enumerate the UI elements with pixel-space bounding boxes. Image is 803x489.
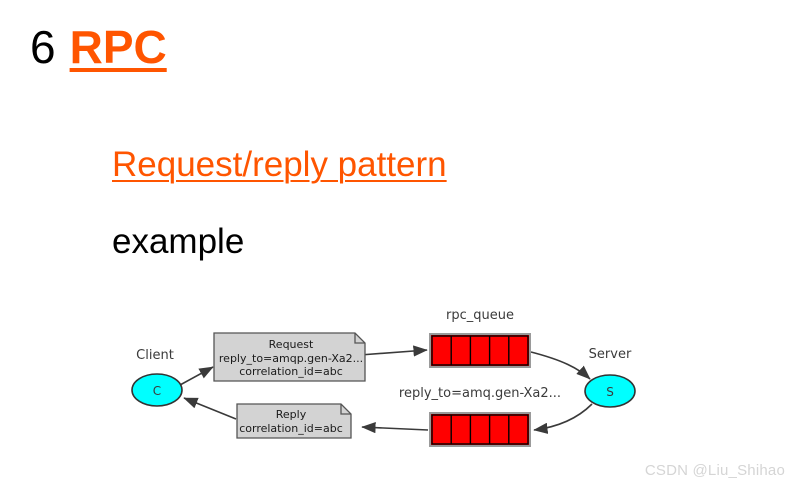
reply-note-title: Reply — [276, 408, 307, 421]
request-note[interactable] — [213, 332, 366, 382]
arrow-reply-queue-to-reply-note — [361, 422, 429, 434]
server-node-label: S — [606, 385, 614, 399]
slide-subtitle-secondary: example — [112, 222, 245, 261]
reply-note[interactable] — [236, 403, 352, 439]
request-note-line1: reply_to=amqp.gen-Xa2... — [219, 352, 363, 365]
slide-number: 6 — [30, 21, 56, 73]
reply-note-fold — [340, 404, 351, 415]
reply-queue-caption: reply_to=amq.gen-Xa2... — [399, 386, 561, 401]
arrow-request-to-rpc-queue — [359, 345, 428, 357]
request-queue-caption: rpc_queue — [446, 308, 514, 323]
arrow-client-to-request — [179, 366, 214, 386]
client-node[interactable] — [131, 373, 183, 407]
slide-title-keyword: RPC — [69, 21, 167, 73]
request-queue[interactable] — [429, 333, 531, 368]
reply-note-line1: correlation_id=abc — [239, 422, 343, 435]
reply-queue-inner — [431, 414, 529, 445]
reply-queue[interactable] — [429, 412, 531, 447]
client-caption: Client — [136, 348, 174, 363]
arrow-reply-to-client — [183, 397, 237, 420]
request-note-body — [213, 332, 366, 382]
server-node[interactable] — [584, 374, 636, 408]
request-queue-inner — [431, 335, 529, 366]
watermark: CSDN @Liu_Shihao — [644, 462, 785, 479]
request-note-title: Request — [269, 338, 314, 351]
request-note-line2: correlation_id=abc — [239, 365, 343, 378]
slide-subtitle: Request/reply pattern — [112, 145, 447, 184]
arrow-rpc-queue-to-server — [530, 351, 591, 380]
request-note-fold — [354, 333, 365, 344]
arrow-server-to-reply-queue — [533, 403, 593, 434]
reply-note-body — [236, 403, 352, 439]
server-caption: Server — [589, 347, 632, 362]
client-node-label: C — [153, 384, 161, 398]
